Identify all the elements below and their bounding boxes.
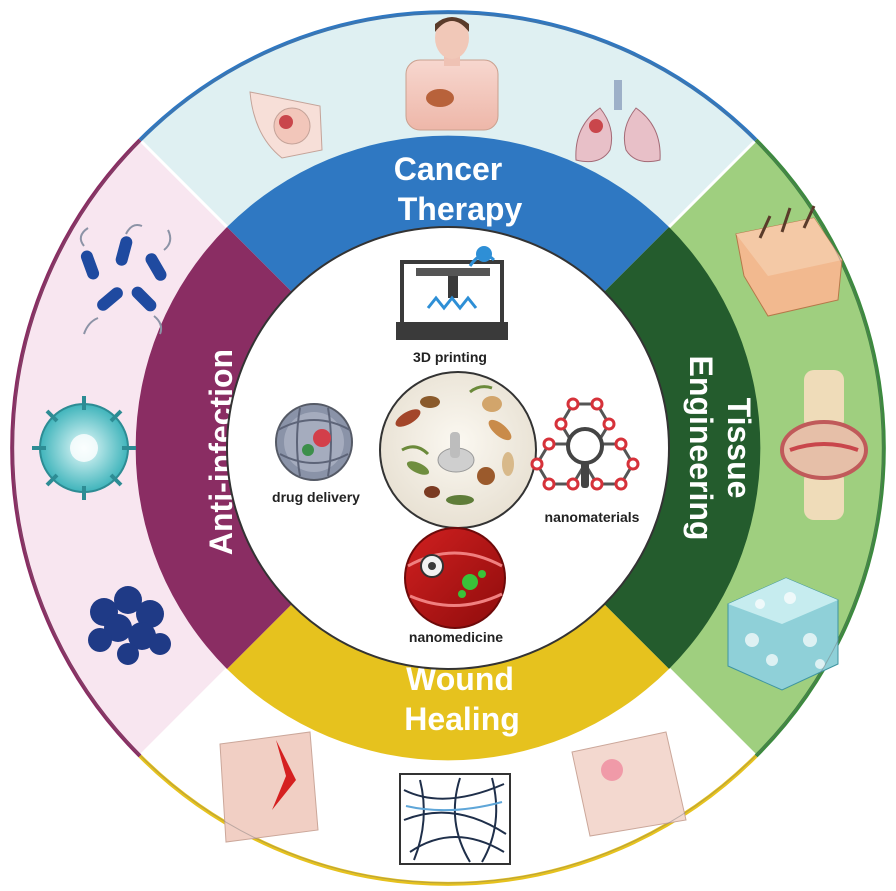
open-wound-icon bbox=[219, 731, 319, 843]
band-infection bbox=[135, 227, 292, 669]
fiber-mesh-icon bbox=[399, 773, 511, 865]
label-cancer-line1: Cancer bbox=[394, 151, 503, 187]
lungs-icon bbox=[575, 80, 661, 163]
core-label-3d-printing: 3D printing bbox=[413, 349, 487, 365]
nanomaterials-icon bbox=[530, 397, 640, 491]
knee-joint-icon bbox=[780, 370, 868, 520]
band-wound bbox=[227, 604, 669, 761]
band-cancer bbox=[227, 135, 669, 292]
label-wound-line2: Healing bbox=[404, 701, 520, 737]
3d-printer-icon bbox=[396, 246, 508, 340]
scaffold-cube-icon bbox=[727, 577, 839, 691]
human-body-icon bbox=[405, 17, 499, 131]
healing-skin-icon bbox=[571, 731, 687, 837]
breast-tumor-icon bbox=[249, 91, 323, 159]
herbal-bowl-icon bbox=[379, 371, 537, 529]
cocci-cluster-icon bbox=[88, 586, 171, 665]
drug-delivery-icon bbox=[275, 403, 353, 481]
skin-tissue-icon bbox=[735, 205, 843, 317]
core-label-nanomedicine: nanomedicine bbox=[409, 629, 503, 645]
core-label-nanomaterials: nanomaterials bbox=[545, 509, 640, 525]
category-ring bbox=[135, 135, 761, 761]
label-cancer-line2: Therapy bbox=[398, 191, 523, 227]
label-tissue-line2: Engineering bbox=[683, 356, 719, 541]
core-label-drug-delivery: drug delivery bbox=[272, 489, 360, 505]
bacteria-icon bbox=[79, 224, 172, 335]
label-tissue-line1: Tissue bbox=[721, 398, 757, 499]
band-tissue bbox=[604, 227, 761, 669]
nanomedicine-icon bbox=[404, 527, 506, 629]
virus-icon bbox=[32, 396, 136, 500]
